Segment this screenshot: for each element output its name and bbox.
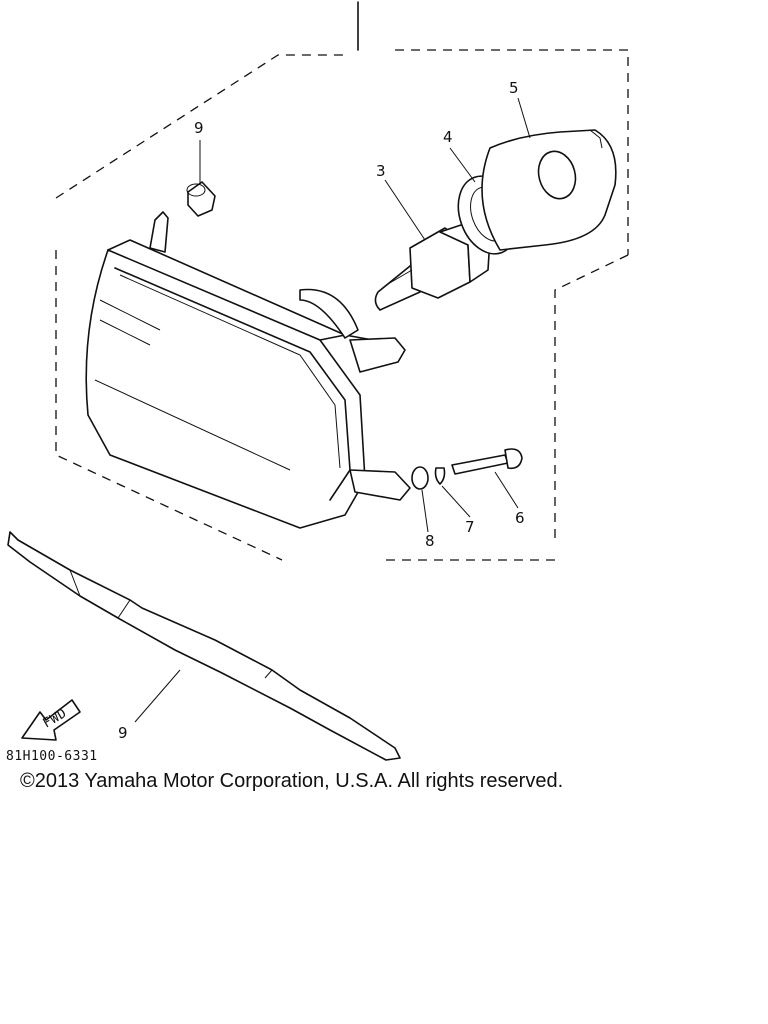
part-7-washer — [411, 466, 429, 490]
part-8-collar — [186, 181, 216, 217]
part-5-bolt — [451, 448, 523, 475]
part-6-clip — [434, 467, 446, 485]
fwd-arrow-icon: FWD — [21, 699, 81, 741]
leader-lines — [134, 97, 531, 723]
part-9-stay — [7, 531, 401, 761]
callout-7: 8 — [425, 532, 435, 550]
copyright-notice: ©2013 Yamaha Motor Corporation, U.S.A. A… — [20, 770, 564, 792]
headlight-exploded-diagram: FWD 3 4 5 6 7 8 9 2 9 9 81H100-6331 — [6, 1, 629, 764]
assembly-boundary — [55, 49, 629, 561]
callout-2: 3 — [376, 162, 386, 180]
headlight-housing — [85, 211, 411, 529]
callout-5: 6 — [515, 509, 525, 527]
callout-3: 4 — [443, 128, 453, 146]
part-4-cover — [481, 129, 617, 251]
callout-6: 7 — [465, 518, 475, 536]
callout-9-label: 9 — [118, 724, 128, 742]
callout-4: 5 — [509, 79, 519, 97]
reference-code: 81H100-6331 — [6, 749, 98, 764]
callout-8: 9 — [194, 119, 204, 137]
